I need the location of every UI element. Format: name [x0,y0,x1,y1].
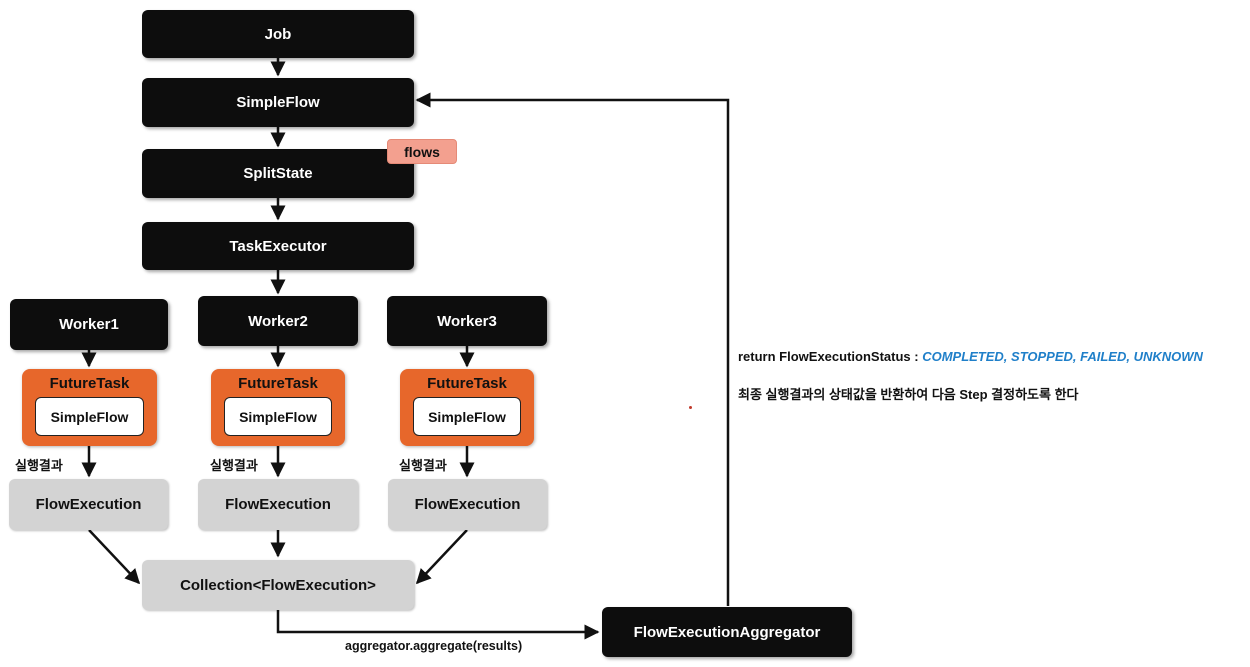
return-status-prefix: return FlowExecutionStatus : [738,349,923,364]
futuretask3-label: FutureTask [427,375,507,392]
taskexecutor-label: TaskExecutor [229,237,327,255]
worker3-node: Worker3 [387,296,547,346]
simpleflow-label: SimpleFlow [236,94,320,111]
aggregator-node: FlowExecutionAggregator [602,607,852,657]
result-label-2: 실행결과 [210,458,258,473]
stray-dot [689,406,692,409]
edge-execution1-collection [88,529,141,585]
worker2-label: Worker2 [248,312,308,330]
collection-label: Collection<FlowExecution> [180,576,376,594]
simpleflow-node: SimpleFlow [142,78,414,127]
description-note: 최종 실행결과의 상태값을 반환하여 다음 Step 결정하도록 한다 [738,387,1079,402]
aggregate-call-label: aggregator.aggregate(results) [345,639,523,653]
futuretask3-simpleflow: SimpleFlow [413,397,521,436]
result-label-1: 실행결과 [15,458,63,473]
return-status-note: return FlowExecutionStatus : COMPLETED, … [738,349,1203,364]
return-status-values: COMPLETED, STOPPED, FAILED, UNKNOWN [922,349,1203,364]
flows-tag: flows [387,139,457,164]
flows-tag-label: flows [404,143,440,160]
flowexecution2-node: FlowExecution [198,479,358,530]
worker1-node: Worker1 [10,299,168,350]
worker1-label: Worker1 [59,316,119,333]
flowexecution3-label: FlowExecution [414,496,521,513]
worker3-label: Worker3 [437,312,497,330]
flowexecution1-label: FlowExecution [35,496,142,513]
splitstate-label: SplitState [243,165,313,182]
collection-node: Collection<FlowExecution> [142,560,414,610]
flowexecution2-label: FlowExecution [225,496,331,513]
futuretask3-node: FutureTask SimpleFlow [400,369,534,446]
futuretask2-node: FutureTask SimpleFlow [211,369,345,446]
futuretask2-label: FutureTask [238,375,318,392]
flowexecution1-node: FlowExecution [9,479,168,530]
worker2-node: Worker2 [198,296,358,346]
flowexecution3-node: FlowExecution [388,479,547,530]
edge-execution3-collection [415,529,468,585]
futuretask1-simpleflow: SimpleFlow [35,397,144,436]
job-node: Job [142,10,414,58]
taskexecutor-node: TaskExecutor [142,222,414,270]
futuretask2-simpleflow: SimpleFlow [224,397,332,436]
result-label-3: 실행결과 [399,458,447,473]
futuretask1-label: FutureTask [49,375,130,392]
job-label: Job [264,25,292,43]
aggregator-label: FlowExecutionAggregator [633,623,821,641]
splitstate-node: SplitState [142,149,414,198]
edge-aggregator-simpleflow [415,92,730,606]
edge-collection-aggregator [276,610,600,640]
futuretask1-node: FutureTask SimpleFlow [22,369,157,446]
